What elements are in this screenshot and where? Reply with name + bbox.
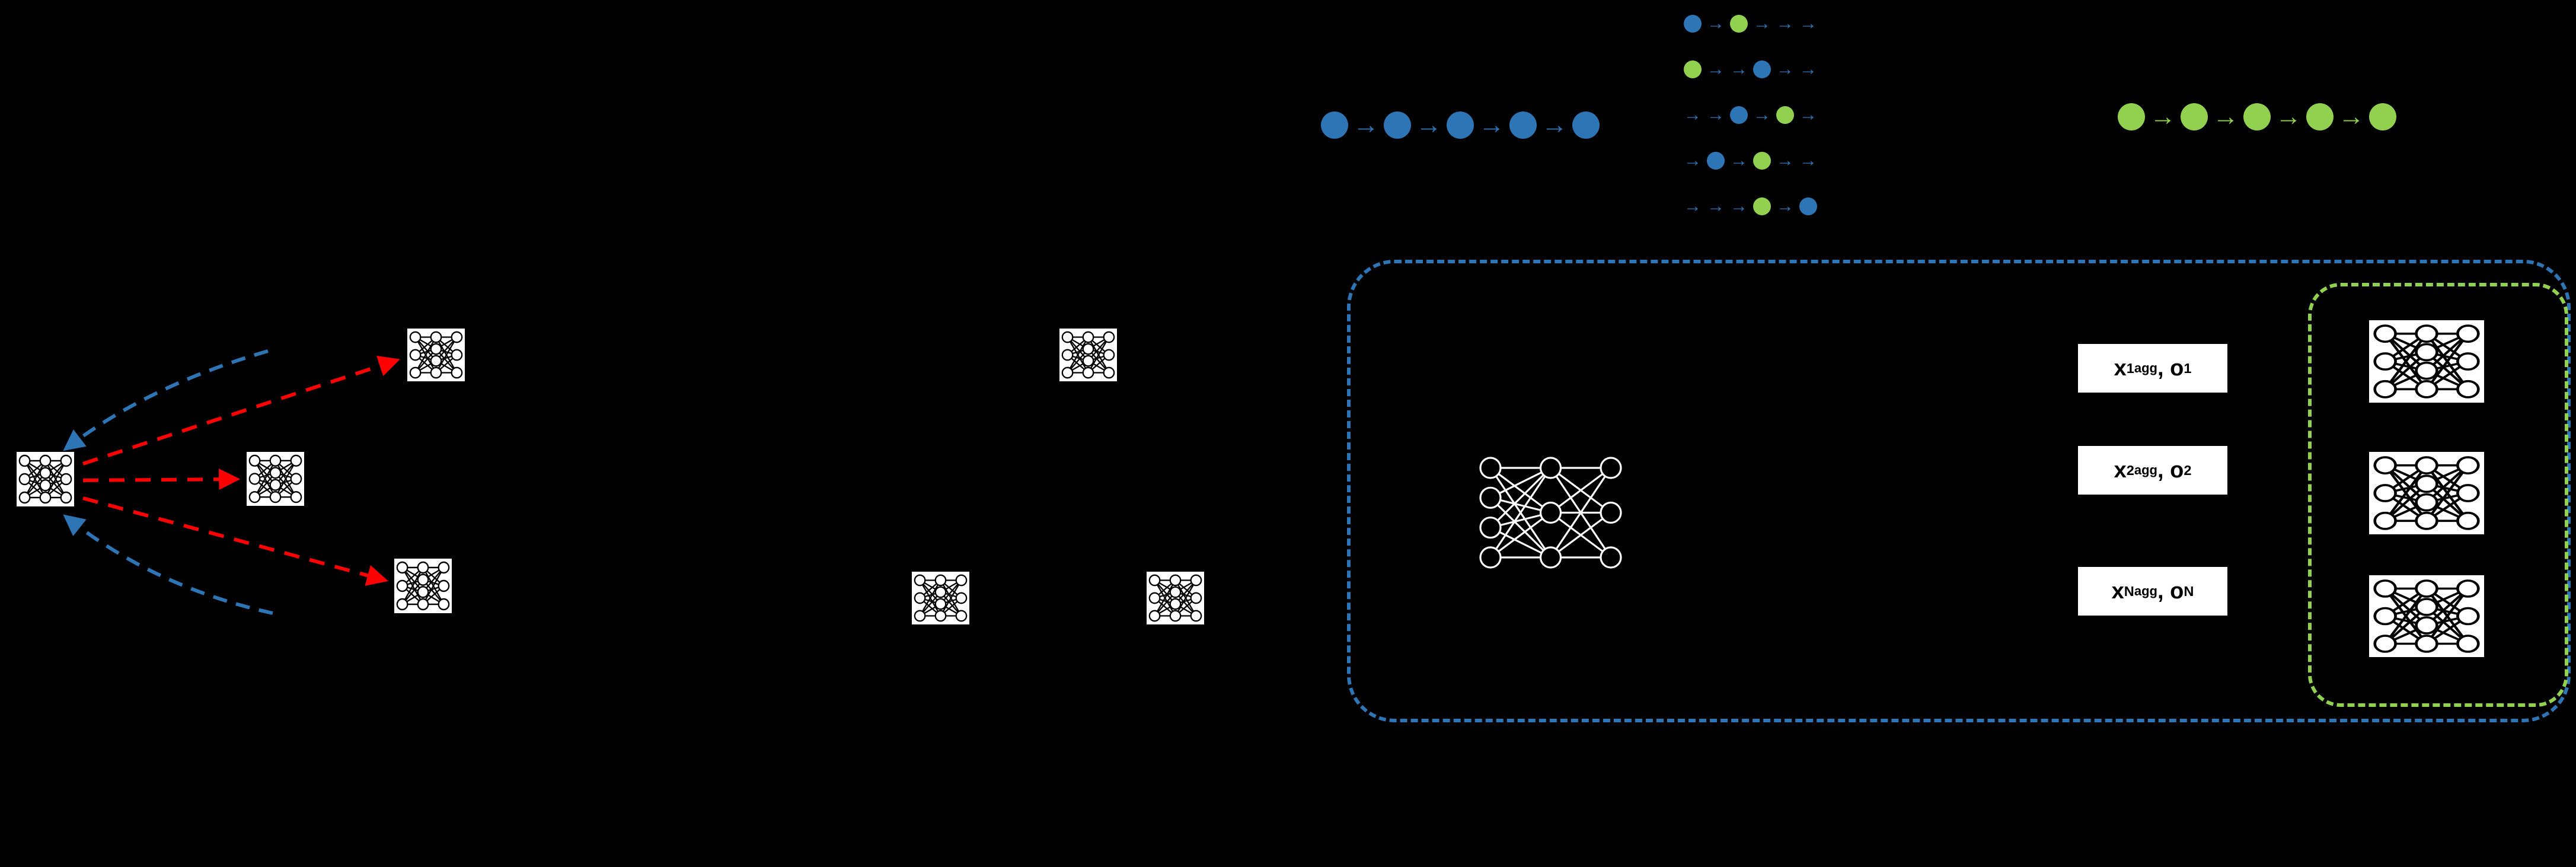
event-circle — [2181, 103, 2208, 130]
ego-agent-nn-icon — [17, 452, 74, 506]
event-circle — [2369, 103, 2396, 130]
right-arrow-icon: → — [2150, 102, 2176, 131]
right-arrow-icon: → — [2275, 102, 2302, 131]
event-circle — [1799, 197, 1817, 215]
right-arrow-icon: → — [1776, 151, 1794, 170]
right-arrow-icon: → — [1416, 110, 1442, 139]
right-arrow-icon: → — [1776, 196, 1794, 216]
green-dashed-boundary — [2308, 283, 2568, 707]
right-arrow-icon: → — [2213, 102, 2239, 131]
blue-dashed-arrow — [63, 349, 269, 451]
event-circle — [1730, 14, 1748, 33]
right-arrow-icon: → — [1776, 14, 1794, 33]
label-base: x — [2114, 457, 2127, 483]
right-arrow-icon: → — [1776, 59, 1794, 79]
label-sep: , o — [2157, 355, 2184, 381]
event-circle — [2118, 103, 2145, 130]
label-base: x — [2114, 355, 2127, 381]
event-circle — [1509, 111, 1537, 139]
blue-dashed-arrow — [63, 514, 273, 615]
middle-agent-nn-icon-2 — [912, 572, 969, 624]
event-circle — [1753, 151, 1771, 170]
green-event-sequence: → → → → — [2118, 103, 2396, 130]
right-arrow-icon: → — [2338, 102, 2364, 131]
event-circle — [1730, 106, 1748, 124]
red-dashed-arrow — [82, 468, 241, 490]
event-sequence-row: → → → → — [1684, 151, 1817, 170]
event-circle — [1776, 106, 1794, 124]
right-arrow-icon: → — [1684, 105, 1702, 125]
right-arrow-icon: → — [1753, 105, 1771, 125]
event-sequence-row: →→→→ — [1684, 106, 1817, 124]
label-sep: , o — [2157, 457, 2184, 483]
red-dashed-arrow — [82, 355, 400, 466]
policy-nn-icon-1 — [2369, 320, 2484, 403]
policy-nn-icon-n — [2369, 575, 2484, 657]
blue-event-sequence: → → → → — [1321, 111, 1600, 139]
right-arrow-icon: → — [1799, 105, 1817, 125]
central-nn-drawing — [1467, 447, 1635, 578]
event-circle — [1684, 14, 1702, 33]
event-sequence-variants: →→→→→→→→→→→→→→→→→→→→ — [1684, 14, 1817, 215]
right-arrow-icon: → — [1799, 14, 1817, 33]
event-sequence-row: →→→→ — [1684, 60, 1817, 78]
event-circle — [1384, 111, 1411, 139]
right-arrow-icon: → — [1684, 196, 1702, 216]
event-circle — [2243, 103, 2271, 130]
right-arrow-icon: → — [1707, 14, 1725, 33]
right-arrow-icon: → — [1730, 59, 1748, 79]
right-arrow-icon: → — [1799, 151, 1817, 170]
right-arrow-icon: → — [1707, 59, 1725, 79]
neighbor-agent-nn-icon-1 — [407, 329, 465, 381]
right-arrow-icon: → — [1707, 196, 1725, 216]
right-arrow-icon: → — [1707, 105, 1725, 125]
event-sequence-row: →→→→ — [1684, 197, 1817, 215]
middle-agent-nn-icon-3 — [1147, 572, 1204, 624]
right-arrow-icon: → — [1541, 110, 1568, 139]
event-circle — [1684, 60, 1702, 78]
neighbor-agent-nn-icon-2 — [247, 452, 304, 506]
policy-nn-icon-2 — [2369, 452, 2484, 534]
event-circle — [1572, 111, 1600, 139]
right-arrow-icon: → — [1684, 151, 1702, 170]
event-sequence-row: → → → → — [1684, 14, 1817, 33]
event-circle — [1753, 197, 1771, 215]
label-sep: , o — [2157, 578, 2184, 604]
right-arrow-icon: → — [1799, 59, 1817, 79]
event-circle — [1321, 111, 1348, 139]
event-circle — [1707, 151, 1725, 170]
right-arrow-icon: → — [1353, 110, 1379, 139]
right-arrow-icon: → — [1753, 14, 1771, 33]
event-circle — [1753, 60, 1771, 78]
red-dashed-arrow — [82, 496, 388, 586]
right-arrow-icon: → — [1730, 151, 1748, 170]
label-base: x — [2111, 578, 2124, 604]
neighbor-agent-nn-icon-3 — [394, 559, 452, 613]
blue-dashed-boundary — [1347, 260, 2571, 722]
event-circle — [2306, 103, 2334, 130]
middle-agent-nn-icon-1 — [1059, 329, 1117, 381]
event-circle — [1447, 111, 1474, 139]
right-arrow-icon: → — [1479, 110, 1505, 139]
right-arrow-icon: → — [1730, 196, 1748, 216]
